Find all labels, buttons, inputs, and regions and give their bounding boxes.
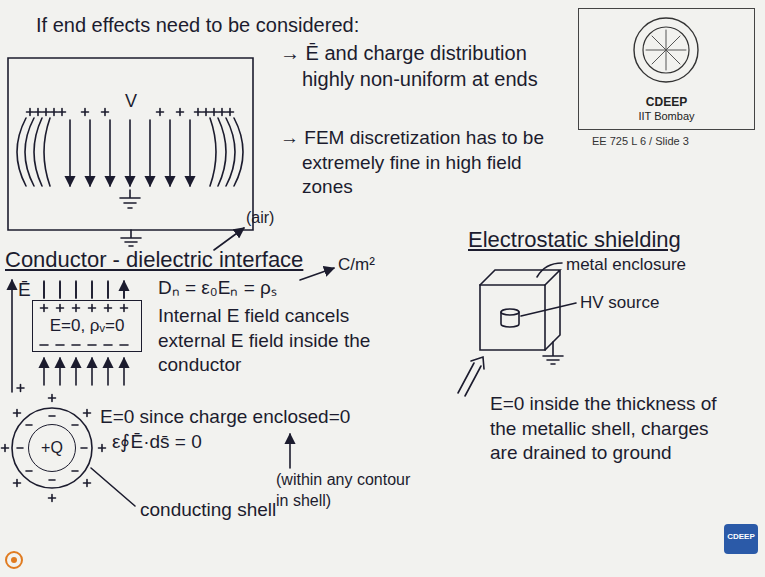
logo-emblem — [646, 30, 686, 70]
slide-number: EE 725 L 6 / Slide 3 — [592, 134, 689, 148]
node-text: IIT Bombay — [638, 110, 694, 123]
watermark-badge — [724, 524, 758, 554]
leader-line — [91, 468, 135, 506]
logo-emblem — [643, 27, 689, 73]
charge-plus — [2, 395, 106, 502]
fringe-lines — [17, 118, 50, 186]
field-arrow — [189, 120, 191, 186]
nptel-icon — [11, 557, 17, 563]
field-arrow — [43, 358, 45, 385]
node-text: CDEEP — [646, 95, 687, 109]
section-heading: Conductor - dielectric interface — [5, 246, 303, 275]
logo-emblem — [634, 18, 698, 82]
leader-line — [537, 263, 562, 277]
charge-circle: +Q — [28, 424, 76, 472]
logo-box: CDEEPIIT Bombay — [578, 8, 755, 130]
leader-arrow — [289, 434, 291, 468]
hv-source — [501, 309, 519, 315]
field-arrow — [44, 281, 124, 298]
field-arrow — [69, 120, 71, 186]
leader-arrow — [214, 228, 244, 250]
leader-arrow — [300, 268, 334, 280]
drawing — [2, 18, 759, 568]
field-arrow — [109, 120, 111, 186]
field-lines — [44, 281, 124, 385]
charge-minus — [40, 344, 128, 346]
field-arrow — [89, 120, 91, 186]
field-label: Ē — [18, 278, 31, 303]
medium-label: (air) — [246, 208, 274, 229]
frame-box — [8, 58, 253, 230]
field-arrow — [91, 358, 93, 385]
field-lines — [70, 120, 190, 186]
slide-title: If end effects need to be considered: — [36, 12, 359, 38]
double-arrow — [458, 357, 484, 396]
bullet-note: → Ē and charge distribution highly non-u… — [280, 40, 570, 92]
note: E=0 since charge enclosed=0 — [100, 405, 350, 430]
part-label: metal enclosure — [566, 254, 686, 276]
conducting-shell — [12, 408, 92, 488]
part-label: conducting shell — [140, 498, 276, 523]
bullet-note: → FEM discretization has to be extremely… — [280, 126, 570, 200]
charge-plus — [41, 305, 128, 312]
node-text: E=0, ρᵥ=0 — [50, 316, 125, 336]
note: E=0 inside the thickness of the metallic… — [490, 392, 740, 466]
field-arrow — [129, 120, 131, 186]
watermark: CDEEP — [724, 532, 758, 542]
equation: Dₙ = ε₀Eₙ = ρₛ — [158, 276, 277, 301]
leader-line — [521, 303, 576, 316]
conductor-slab: E=0, ρᵥ=0 — [32, 300, 142, 352]
field-arrow — [59, 358, 61, 385]
field-arrow — [44, 282, 124, 298]
part-label: HV source — [580, 292, 659, 314]
equation: ε∮Ē·ds̄ = 0 — [112, 430, 202, 455]
note: (within any contour in shell) — [276, 470, 416, 512]
field-arrow — [123, 358, 125, 385]
ground-symbol — [120, 190, 140, 208]
field-arrow — [75, 358, 77, 385]
field-arrow — [169, 120, 171, 186]
node-text: +Q — [41, 438, 63, 457]
field-arrow — [107, 358, 109, 385]
fringe-lines — [210, 118, 243, 186]
voltage-label: V — [125, 90, 137, 113]
unit-label: C/m² — [338, 254, 375, 276]
charge-minus — [17, 416, 87, 480]
charge-plus — [17, 385, 24, 392]
field-arrow — [11, 280, 13, 392]
section-heading: Electrostatic shielding — [468, 226, 681, 255]
metal-enclosure — [480, 285, 545, 350]
ground-symbol — [543, 342, 563, 364]
field-arrow — [149, 120, 151, 186]
hv-source — [501, 312, 519, 327]
note: Internal E field cancels external E fiel… — [158, 304, 408, 378]
nptel-icon — [6, 552, 22, 568]
ground-symbol — [121, 230, 141, 246]
